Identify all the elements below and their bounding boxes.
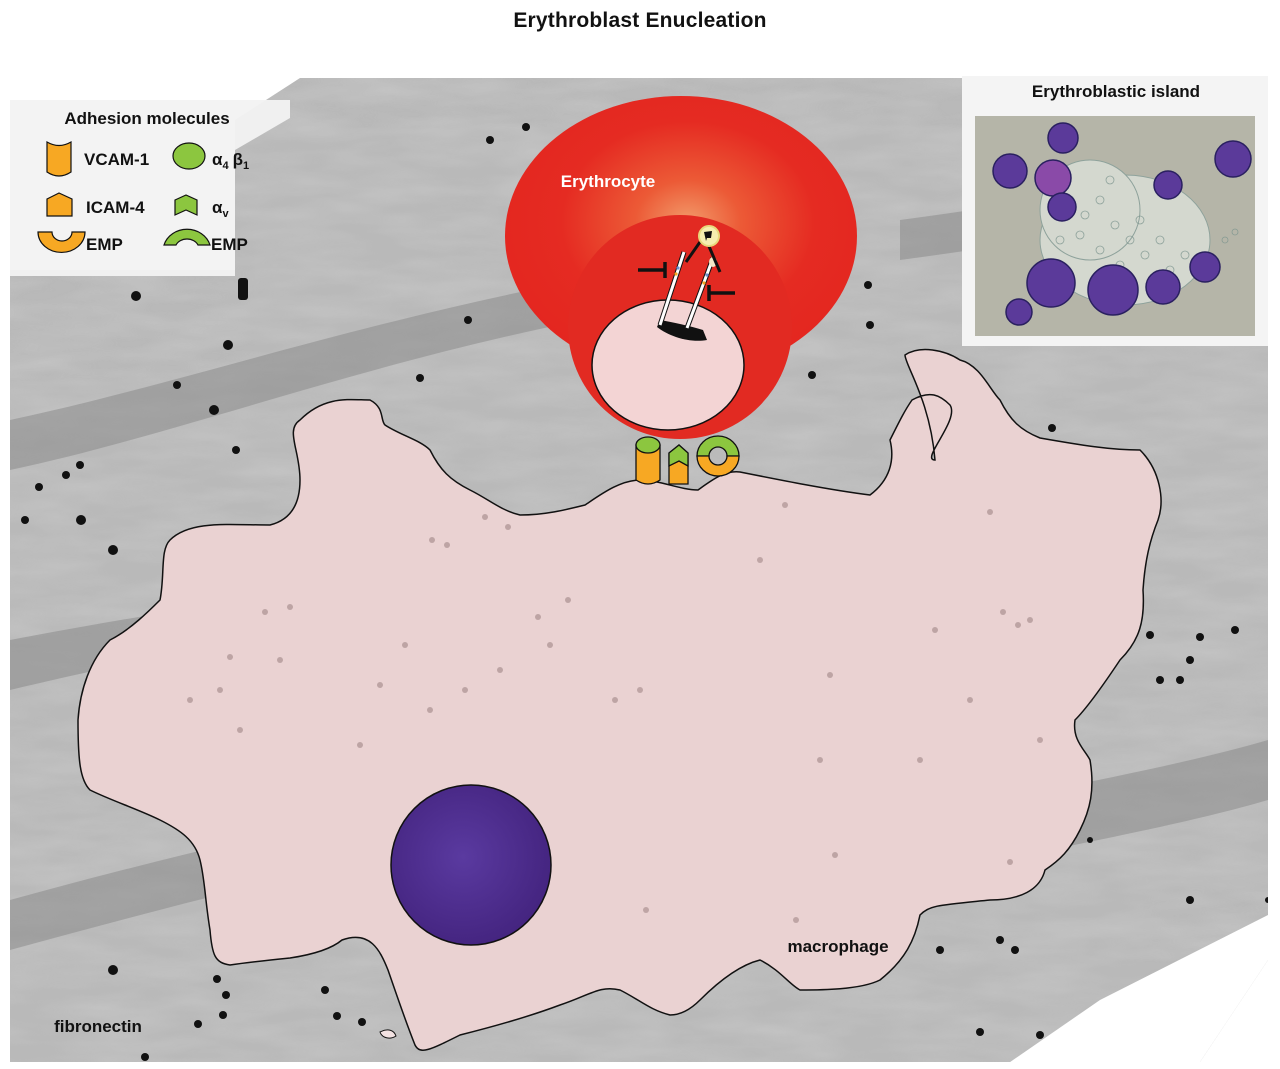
erythrocyte-label: Erythrocyte [561, 172, 655, 191]
alpha4beta1-ellipse-icon [172, 142, 206, 170]
macrophage-label: macrophage [787, 937, 888, 956]
vcam1-cylinder-icon [46, 140, 72, 177]
erythroblast-nucleus [591, 299, 745, 431]
emp-green-arc-icon [163, 228, 211, 246]
fibronectin-label: fibronectin [54, 1017, 142, 1036]
alphav-chevron-icon [174, 194, 198, 216]
centrosome-icon [698, 225, 720, 247]
legend-label-emp-green: EMP [211, 235, 248, 254]
erythroblast-cell: Erythrocyte [505, 96, 857, 439]
legend-label-emp-orange: EMP [86, 235, 123, 254]
erythroblastic-island-inset: Erythroblastic island [962, 76, 1268, 346]
emp-emp-ring-icon [696, 435, 740, 477]
inset-heading: Erythroblastic island [1032, 82, 1200, 101]
island-micrograph [975, 116, 1255, 336]
macrophage-cell: macrophage [77, 348, 1162, 1051]
adhesion-complex [635, 435, 740, 485]
vcam1-alpha4beta1-pair-icon [635, 436, 661, 485]
icam4-pentagon-icon [46, 192, 73, 217]
legend-label-alphav: αv [212, 198, 229, 220]
legend-heading: Adhesion molecules [64, 109, 229, 128]
legend-label-icam4: ICAM-4 [86, 198, 145, 217]
cytoskeleton-filaments [657, 241, 722, 341]
macrophage-nucleus [390, 784, 552, 946]
inhibition-marks [638, 262, 735, 301]
legend-label-vcam1: VCAM-1 [84, 150, 149, 169]
diagram-title: Erythroblast Enucleation [513, 9, 767, 32]
icam4-alphav-pair-icon [668, 444, 689, 485]
emp-orange-arc-icon [37, 231, 86, 253]
macrophage-inclusions [187, 502, 1043, 923]
